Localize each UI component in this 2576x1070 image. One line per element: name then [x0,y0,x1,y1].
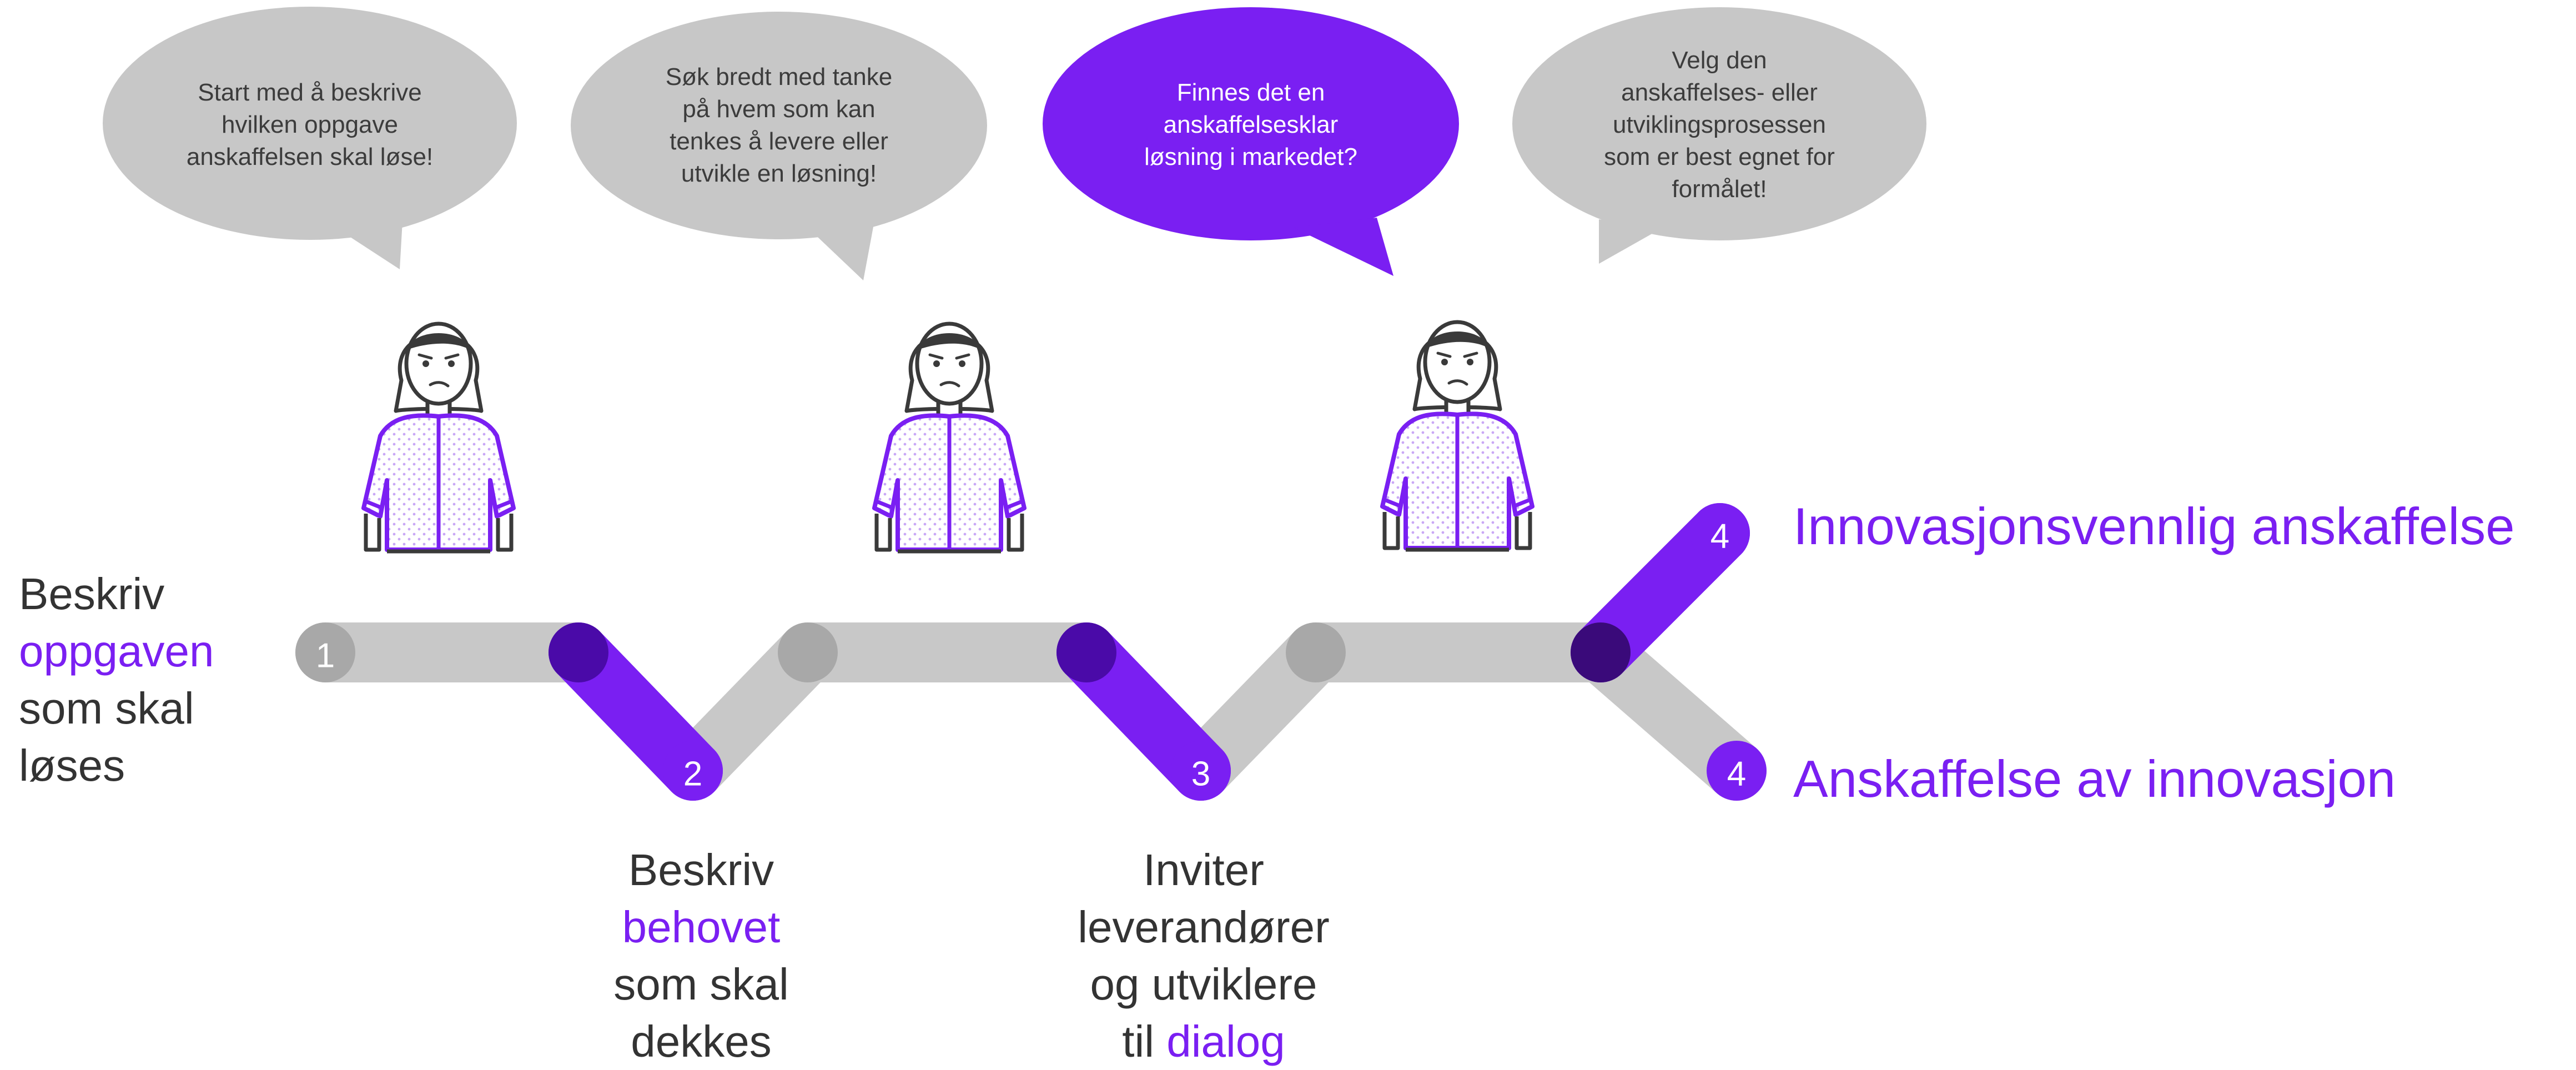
step-1-number: 1 [316,637,335,675]
step-2-line-1: Beskriv [628,845,774,895]
step-2-number: 2 [683,755,702,793]
outcome-2-number: 4 [1727,755,1746,793]
speech-bubble-2-text: Søk bredt med tanke på hvem som kan tenk… [665,63,893,187]
person-figure-2 [874,324,1024,551]
step-3-line-3: og utviklere [1090,960,1317,1009]
step-3-prefix: til [1122,1017,1167,1066]
gray-track [295,622,1767,801]
speech-bubble-3 [1043,7,1459,276]
person-figure-1 [364,324,514,551]
step-3-line-4: til dialog [1032,1013,1376,1070]
step-1-line-4: løses [19,741,125,790]
node-junction-5 [1571,622,1631,682]
step-2-keyword: behovet [622,902,781,952]
step-3-keyword: dialog [1166,1017,1285,1066]
node-outcome-1 [1690,503,1750,563]
step-1-keyword: oppgaven [19,626,214,676]
step-1-line-3: som skal [19,684,194,733]
node-junction-1 [549,622,608,682]
step-2-label: Beskriv behovet som skal dekkes [557,841,846,1070]
step-3-line-1: Inviter [1143,845,1264,895]
step-3-line-2: leverandører [1078,902,1330,952]
speech-bubble-1-text: Start med å beskrive hvilken oppgave ans… [186,79,434,170]
speech-bubble-4-text: Velg den anskaffelses- eller utviklingsp… [1604,47,1835,203]
node-junction-2 [778,622,838,682]
step-2-line-3: som skal [613,960,789,1009]
speech-bubble-4 [1512,7,1926,264]
step-1-line-1: Beskriv [19,569,165,619]
node-step-2 [663,741,723,801]
node-outcome-2 [1707,741,1767,801]
node-junction-4 [1286,622,1346,682]
step-1-label: Beskriv oppgaven som skal løses [19,565,214,794]
node-start [295,622,355,682]
step-3-label: Inviter leverandører og utviklere til di… [1032,841,1376,1070]
outcome-2-label: Anskaffelse av innovasjon [1793,750,2396,808]
speech-bubble-3-text: Finnes det en anskaffelsesklar løsning i… [1144,79,1357,170]
speech-bubble-2 [571,12,987,280]
speech-bubble-1 [103,7,517,269]
person-figure-3 [1382,322,1532,550]
step-3-number: 3 [1191,755,1210,793]
node-junction-3 [1056,622,1116,682]
outcome-1-label: Innovasjonsvennlig anskaffelse [1793,497,2515,555]
node-step-3 [1171,741,1231,801]
outcome-1-number: 4 [1710,518,1729,556]
step-2-line-4: dekkes [631,1017,772,1066]
